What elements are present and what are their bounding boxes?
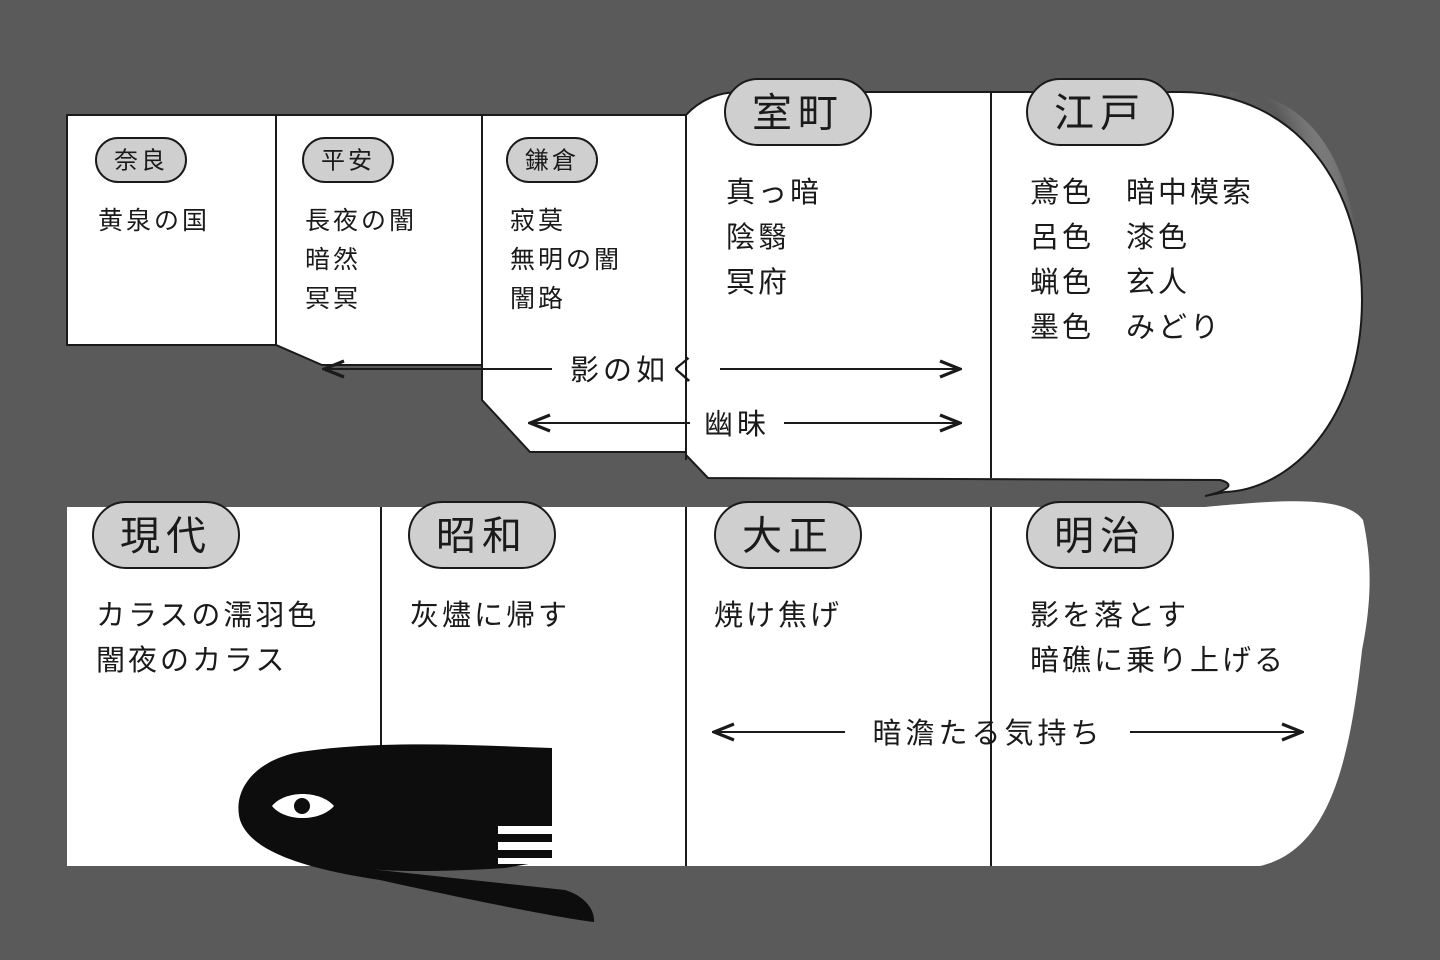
era-badge-pill	[95, 137, 187, 183]
era-badge-kamakura: 鎌倉	[506, 137, 598, 183]
era-name: 鎌倉	[525, 147, 579, 175]
words-meiji: 影を落とす暗礁に乗り上げる	[1030, 593, 1286, 683]
words-heian: 長夜の闇暗然冥冥	[305, 201, 417, 318]
era-word: 暗礁に乗り上げる	[1030, 643, 1287, 677]
era-word: 闇路	[510, 284, 567, 313]
era-name: 明治	[1054, 513, 1146, 559]
era-badge-pill	[1026, 78, 1174, 146]
era-badge-pill	[724, 78, 872, 146]
era-word: 無明の闇	[510, 245, 623, 274]
span-arrow-ansan: 暗澹たる気持ち	[714, 716, 1302, 750]
words-taisho: 焼け焦げ	[714, 593, 842, 638]
era-name: 江戸	[1054, 90, 1146, 136]
era-badge-heian: 平安	[302, 137, 394, 183]
span-label-yumai: 幽昧	[704, 407, 770, 441]
era-word: 蝋色 玄人	[1030, 265, 1191, 299]
words-nara: 黄泉の国	[98, 201, 210, 240]
era-badge-edo: 江戸	[1026, 78, 1174, 146]
era-word: 灰燼に帰す	[410, 598, 571, 632]
era-word: 黄泉の国	[98, 206, 211, 235]
crow-creature-illustration	[238, 744, 595, 922]
era-badge-muromachi: 室町	[724, 78, 872, 146]
span-arrow-yumai: 幽昧	[530, 407, 960, 441]
paper-band	[66, 91, 1364, 497]
era-badge-pill	[92, 501, 240, 569]
era-badge-pill	[408, 501, 556, 569]
words-kamakura: 寂莫無明の闇闇路	[510, 201, 622, 318]
era-name: 奈良	[114, 147, 168, 175]
era-badge-nara: 奈良	[95, 137, 187, 183]
era-word: カラスの濡羽色	[96, 598, 320, 632]
era-word: 焼け焦げ	[714, 598, 843, 632]
era-word: 真っ暗	[726, 175, 823, 209]
era-word: 陰翳	[726, 220, 791, 254]
era-badge-taisho: 大正	[714, 501, 862, 569]
era-word: 影を落とす	[1030, 598, 1190, 632]
span-arrow-kage: 影の如く	[324, 353, 960, 387]
era-word: 呂色 漆色	[1030, 220, 1191, 254]
era-word: 墨色 みどり	[1030, 310, 1223, 344]
era-name: 昭和	[436, 513, 528, 559]
words-muromachi: 真っ暗陰翳冥府	[726, 170, 822, 305]
era-word: 闇夜のカラス	[96, 643, 288, 677]
era-word: 鳶色 暗中模索	[1030, 175, 1255, 209]
words-edo: 鳶色 暗中模索呂色 漆色蝋色 玄人墨色 みどり	[1030, 170, 1254, 350]
era-badge-pill	[1026, 501, 1174, 569]
words-showa: 灰燼に帰す	[410, 593, 570, 638]
column-dividers	[275, 92, 992, 866]
era-word: 暗然	[305, 245, 362, 274]
era-word: 冥府	[726, 265, 791, 299]
era-name: 現代	[120, 513, 212, 559]
era-word: 長夜の闇	[305, 206, 418, 235]
era-badge-pill	[302, 137, 394, 183]
span-label-kage: 影の如く	[570, 353, 702, 387]
span-label-ansan: 暗澹たる気持ち	[872, 716, 1103, 750]
era-badge-gendai: 現代	[92, 501, 240, 569]
era-name: 平安	[321, 147, 375, 175]
era-badge-meiji: 明治	[1026, 501, 1174, 569]
crow-pupil-icon	[294, 798, 310, 814]
era-badge-pill	[714, 501, 862, 569]
era-word: 寂莫	[510, 206, 567, 235]
era-badge-showa: 昭和	[408, 501, 556, 569]
era-word: 冥冥	[305, 284, 362, 313]
era-name: 大正	[742, 513, 834, 559]
era-badge-pill	[506, 137, 598, 183]
era-name: 室町	[752, 90, 844, 136]
words-gendai: カラスの濡羽色闇夜のカラス	[96, 593, 319, 683]
